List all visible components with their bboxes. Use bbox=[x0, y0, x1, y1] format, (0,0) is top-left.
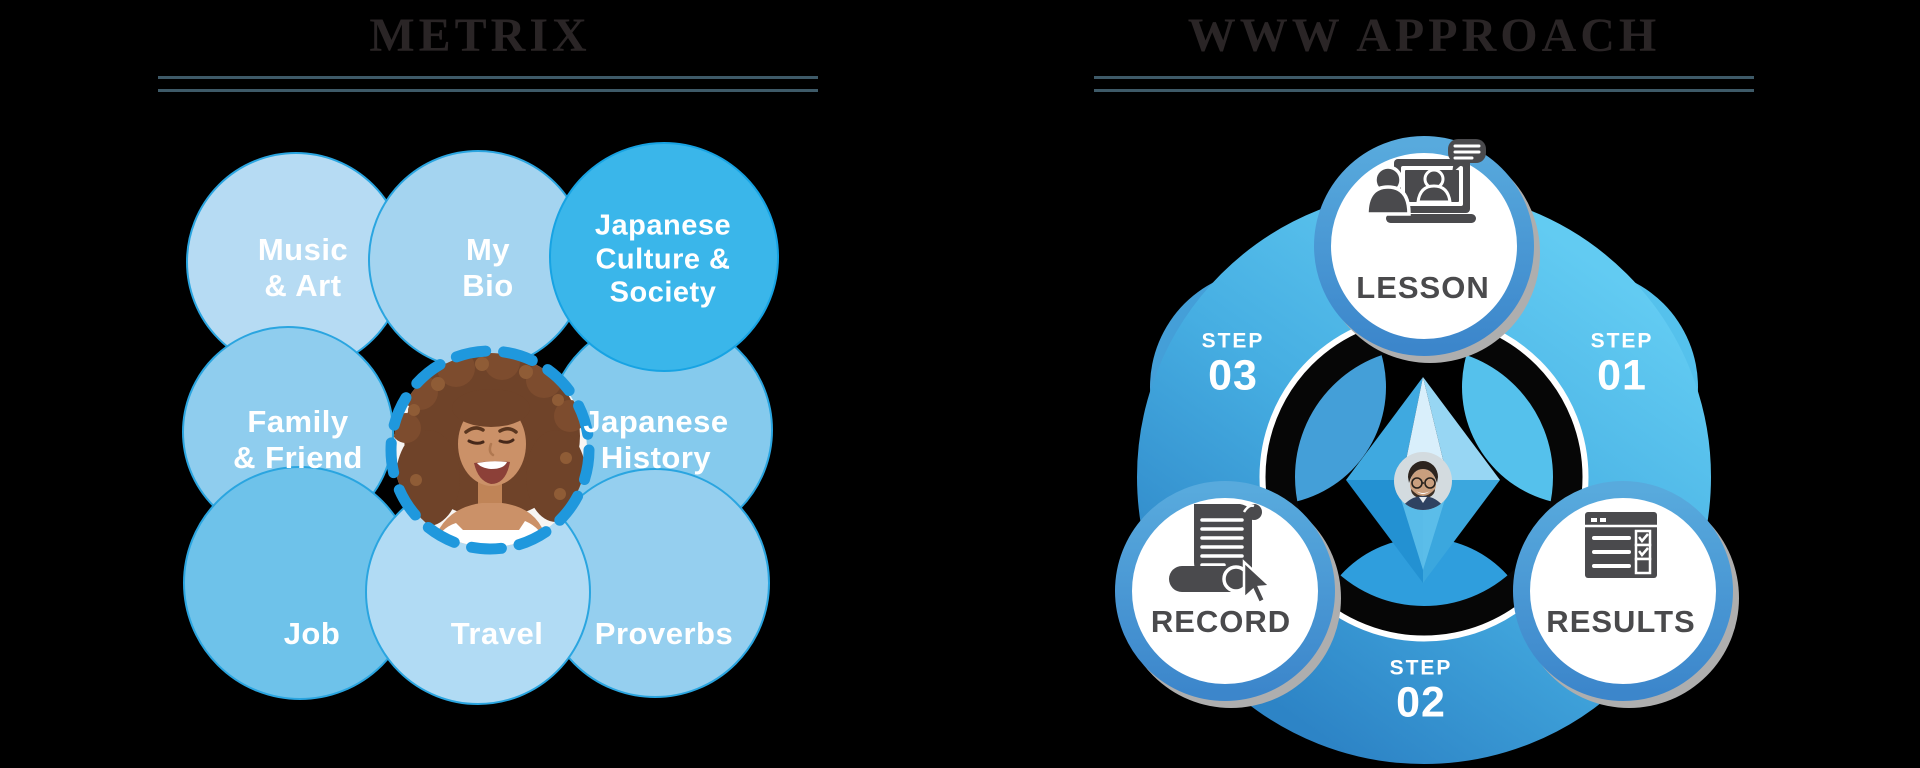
record-label: RECORD bbox=[1150, 604, 1292, 639]
www-approach-cycle bbox=[1115, 136, 1739, 764]
bubble-japanese-culture bbox=[549, 142, 779, 372]
results-label: RESULTS bbox=[1546, 604, 1696, 639]
bubble-label-job: Job bbox=[283, 616, 341, 652]
www-approach-title-underline bbox=[1094, 76, 1754, 92]
step-01-word: STEP bbox=[1590, 329, 1654, 353]
step-02-label: STEP 02 bbox=[1390, 658, 1453, 725]
metrix-title-underline bbox=[158, 76, 818, 92]
gem-diamond bbox=[1346, 377, 1500, 583]
dashed-ring bbox=[385, 345, 595, 555]
man-portrait-photo bbox=[1394, 452, 1452, 510]
step-01-number: 01 bbox=[1597, 351, 1647, 400]
step-01-label: STEP 01 bbox=[1591, 331, 1654, 398]
scroll-record-icon bbox=[1169, 504, 1273, 605]
step-02-word: STEP bbox=[1389, 656, 1453, 680]
results-node bbox=[1513, 481, 1733, 701]
woman-portrait-photo bbox=[385, 345, 595, 555]
step-02-number: 02 bbox=[1396, 678, 1446, 727]
bubble-label-family-friend: Family& Friend bbox=[233, 404, 363, 475]
lesson-label: LESSON bbox=[1356, 270, 1490, 305]
metrix-title: METRIX bbox=[369, 9, 591, 62]
checklist-results-icon bbox=[1585, 512, 1657, 578]
bubble-label-travel: Travel bbox=[450, 616, 544, 652]
www-approach-title: WWW APPROACH bbox=[1187, 9, 1661, 62]
step-03-word: STEP bbox=[1201, 329, 1265, 353]
step-03-label: STEP 03 bbox=[1202, 331, 1265, 398]
bubble-label-proverbs: Proverbs bbox=[594, 616, 734, 652]
metrix-bubble-cluster bbox=[182, 142, 779, 705]
video-lesson-icon bbox=[1365, 139, 1486, 223]
bubble-label-music-art: Music& Art bbox=[257, 232, 349, 303]
step-03-number: 03 bbox=[1208, 351, 1258, 400]
